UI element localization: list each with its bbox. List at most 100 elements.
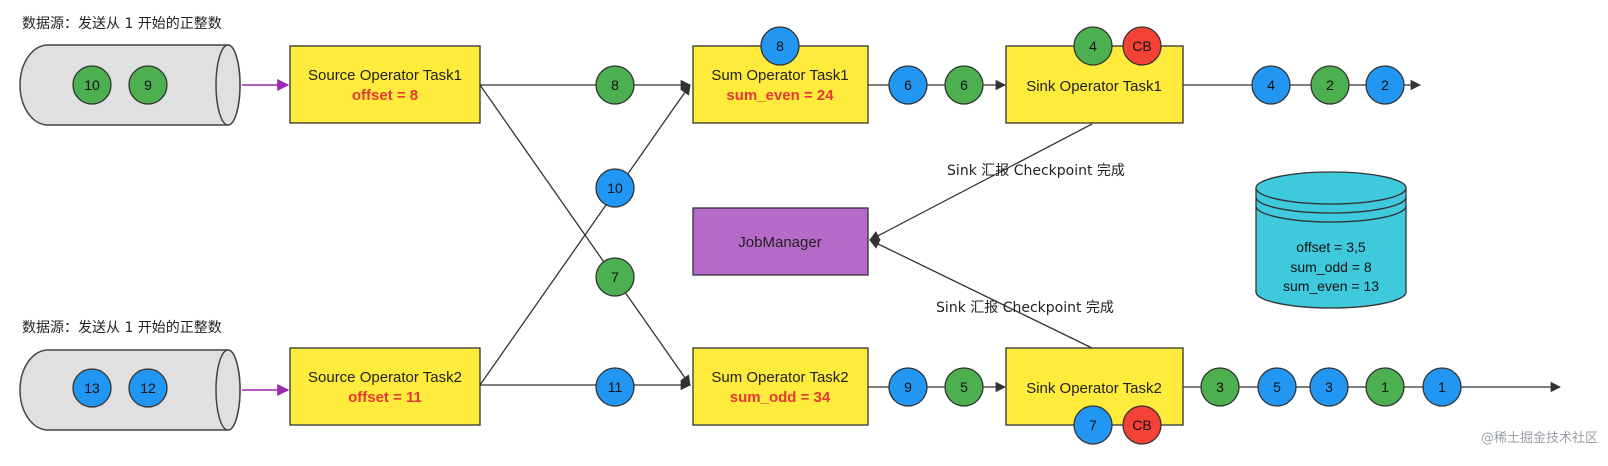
output2-record-1-value: 5	[1273, 379, 1281, 395]
source1-record-0-value: 10	[84, 77, 100, 93]
output2-record-2-shape	[1309, 367, 1349, 407]
state-store-database: offset = 3,5 sum_odd = 8 sum_even = 13	[1255, 171, 1407, 309]
jobmanager-label: JobManager	[738, 234, 821, 251]
sink-task2-title: Sink Operator Task2	[1026, 380, 1162, 397]
channel-src2-sum1-record-value: 10	[607, 180, 623, 196]
channel-src1-sum2-record-shape	[595, 257, 635, 297]
channel-src2-sum2-record-shape	[595, 367, 635, 407]
channel-sum2-sink2-record-1-shape	[944, 367, 984, 407]
source2-record-0: 13	[72, 368, 112, 408]
source-task1-state: offset = 8	[352, 87, 418, 104]
output2-record-0-shape	[1200, 367, 1240, 407]
source2-label: 数据源：发送从 1 开始的正整数	[22, 320, 222, 336]
channel-sum2-sink2-record-1: 5	[944, 367, 984, 407]
sink-task2-barrier-0: 7	[1073, 405, 1113, 445]
sum-task2: Sum Operator Task2 sum_odd = 34	[692, 347, 869, 426]
channel-src2-sum2-record: 11	[595, 367, 635, 407]
channel-sum1-sink1-record-1-shape	[944, 65, 984, 105]
output2-record-1-shape	[1257, 367, 1297, 407]
sum-task1-state: sum_even = 24	[726, 87, 834, 104]
channel-sum2-sink2-record-0: 9	[888, 367, 928, 407]
channel-sum1-sink1-record-1-value: 6	[960, 77, 968, 93]
output2-record-4: 1	[1422, 367, 1462, 407]
source2-record-1-value: 12	[140, 380, 156, 396]
edge-src1-sum2	[479, 84, 691, 386]
sum-task1-barrier-shape	[760, 26, 800, 66]
output1-record-2: 2	[1365, 65, 1405, 105]
source-task1: Source Operator Task1 offset = 8	[289, 45, 481, 124]
channel-src1-sum1-record-shape	[595, 65, 635, 105]
output2-record-0-value: 3	[1216, 379, 1224, 395]
channel-src1-sum1-record-value: 8	[611, 77, 619, 93]
sum-task1-barrier-value: 8	[776, 38, 784, 54]
source1-record-1: 9	[128, 65, 168, 105]
sink-task2-barrier-1-value: CB	[1132, 417, 1151, 433]
source2-record-0-shape	[72, 368, 112, 408]
channel-sum1-sink1-record-0: 6	[888, 65, 928, 105]
output2-record-4-shape	[1422, 367, 1462, 407]
sum-task1: Sum Operator Task1 sum_even = 24	[692, 45, 869, 124]
channel-sum2-sink2-record-0-value: 9	[904, 379, 912, 395]
output1-record-0-value: 4	[1267, 77, 1275, 93]
source-task2-state: offset = 11	[348, 389, 422, 406]
source1-record-1-shape	[128, 65, 168, 105]
output1-record-1-value: 2	[1326, 77, 1334, 93]
sink-task1-barrier-1: CB	[1122, 26, 1162, 66]
sink-task2-barrier-1: CB	[1122, 405, 1162, 445]
channel-src1-sum2-record: 7	[595, 257, 635, 297]
source1-record-1-value: 9	[144, 77, 152, 93]
sink-task1-barrier-0-shape	[1073, 26, 1113, 66]
sink-task2-barrier-1-shape	[1122, 405, 1162, 445]
output2-record-1: 5	[1257, 367, 1297, 407]
sink-task2-barrier-0-value: 7	[1089, 417, 1097, 433]
watermark: @稀土掘金技术社区	[1481, 430, 1598, 446]
sum-task1-barrier: 8	[760, 26, 800, 66]
output2-record-2-value: 3	[1325, 379, 1333, 395]
source-task2: Source Operator Task2 offset = 11	[289, 347, 481, 426]
report-label-2: Sink 汇报 Checkpoint 完成	[936, 300, 1114, 316]
edge-sink1-report	[869, 123, 1093, 241]
sink-task1-barrier-1-shape	[1122, 26, 1162, 66]
output2-record-4-value: 1	[1438, 379, 1446, 395]
sink-task1-barrier-0-value: 4	[1089, 38, 1097, 54]
channel-sum1-sink1-record-1: 6	[944, 65, 984, 105]
output2-record-0: 3	[1200, 367, 1240, 407]
source2-record-0-value: 13	[84, 380, 100, 396]
output1-record-0: 4	[1251, 65, 1291, 105]
source1-record-0-shape	[72, 65, 112, 105]
channel-src1-sum1-record: 8	[595, 65, 635, 105]
channel-src1-sum2-record-value: 7	[611, 269, 619, 285]
sum-task2-state: sum_odd = 34	[730, 389, 831, 406]
source-task1-title: Source Operator Task1	[308, 67, 462, 84]
channel-sum1-sink1-record-0-value: 6	[904, 77, 912, 93]
channel-src2-sum1-record-shape	[595, 168, 635, 208]
output1-record-0-shape	[1251, 65, 1291, 105]
sink-task1-barrier-0: 4	[1073, 26, 1113, 66]
report-label-1: Sink 汇报 Checkpoint 完成	[947, 163, 1125, 179]
sum-task1-title: Sum Operator Task1	[711, 67, 848, 84]
state-store-line-1: offset = 3,5	[1296, 239, 1366, 255]
state-store-line-3: sum_even = 13	[1283, 278, 1379, 294]
channel-sum2-sink2-record-1-value: 5	[960, 379, 968, 395]
sink-task1-title: Sink Operator Task1	[1026, 78, 1162, 95]
output1-record-2-shape	[1365, 65, 1405, 105]
output2-record-3-value: 1	[1381, 379, 1389, 395]
source2-record-1: 12	[128, 368, 168, 408]
channel-src2-sum1-record: 10	[595, 168, 635, 208]
output1-record-1: 2	[1310, 65, 1350, 105]
channel-sum1-sink1-record-0-shape	[888, 65, 928, 105]
sink-task1-barrier-1-value: CB	[1132, 38, 1151, 54]
output2-record-2: 3	[1309, 367, 1349, 407]
sink-task2-barrier-0-shape	[1073, 405, 1113, 445]
source1-record-0: 10	[72, 65, 112, 105]
channel-src2-sum2-record-value: 11	[608, 379, 623, 395]
output1-record-2-value: 2	[1381, 77, 1389, 93]
source2-record-1-shape	[128, 368, 168, 408]
output2-record-3: 1	[1365, 367, 1405, 407]
state-store-line-2: sum_odd = 8	[1290, 259, 1372, 275]
edge-sink2-report	[869, 239, 1093, 349]
jobmanager-box: JobManager	[692, 207, 869, 276]
source-task2-title: Source Operator Task2	[308, 369, 462, 386]
